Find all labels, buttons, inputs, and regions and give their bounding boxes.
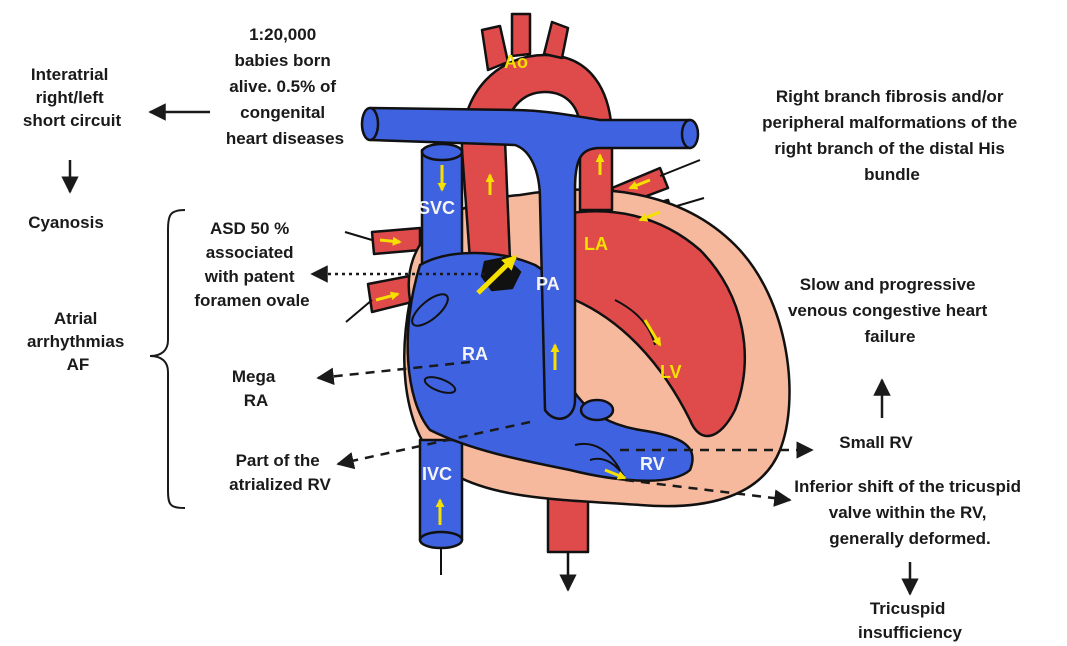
cyanosis-label: Cyanosis — [28, 213, 104, 232]
interatrial-shunt-label: Interatrial right/left short circuit — [23, 65, 122, 130]
label-svc: SVC — [418, 198, 455, 218]
tricuspid-insufficiency-label: Tricuspid insufficiency — [858, 599, 962, 642]
atrial-arrhythmias-label: Atrial arrhythmias AF — [27, 309, 129, 374]
label-ao: Ao — [504, 52, 528, 72]
asd-label: ASD 50 % associated with patent foramen … — [194, 219, 309, 310]
tricuspid-shift-label: Inferior shift of the tricuspid valve wi… — [794, 477, 1025, 548]
label-lv: LV — [660, 362, 682, 382]
atrialized-rv-label: Part of the atrialized RV — [229, 451, 331, 494]
curly-brace — [150, 210, 185, 508]
label-la: LA — [584, 234, 608, 254]
heart-failure-label: Slow and progressive venous congestive h… — [788, 275, 992, 346]
prevalence-label: 1:20,000 babies born alive. 0.5% of cong… — [226, 25, 344, 148]
mega-ra-label: Mega RA — [232, 367, 280, 410]
label-pa: PA — [536, 274, 560, 294]
label-ivc: IVC — [422, 464, 452, 484]
fibrosis-label: Right branch fibrosis and/or peripheral … — [762, 87, 1022, 184]
label-ra: RA — [462, 344, 488, 364]
small-rv-label: Small RV — [839, 433, 913, 452]
label-rv: RV — [640, 454, 665, 474]
heart-illustration — [345, 14, 790, 590]
